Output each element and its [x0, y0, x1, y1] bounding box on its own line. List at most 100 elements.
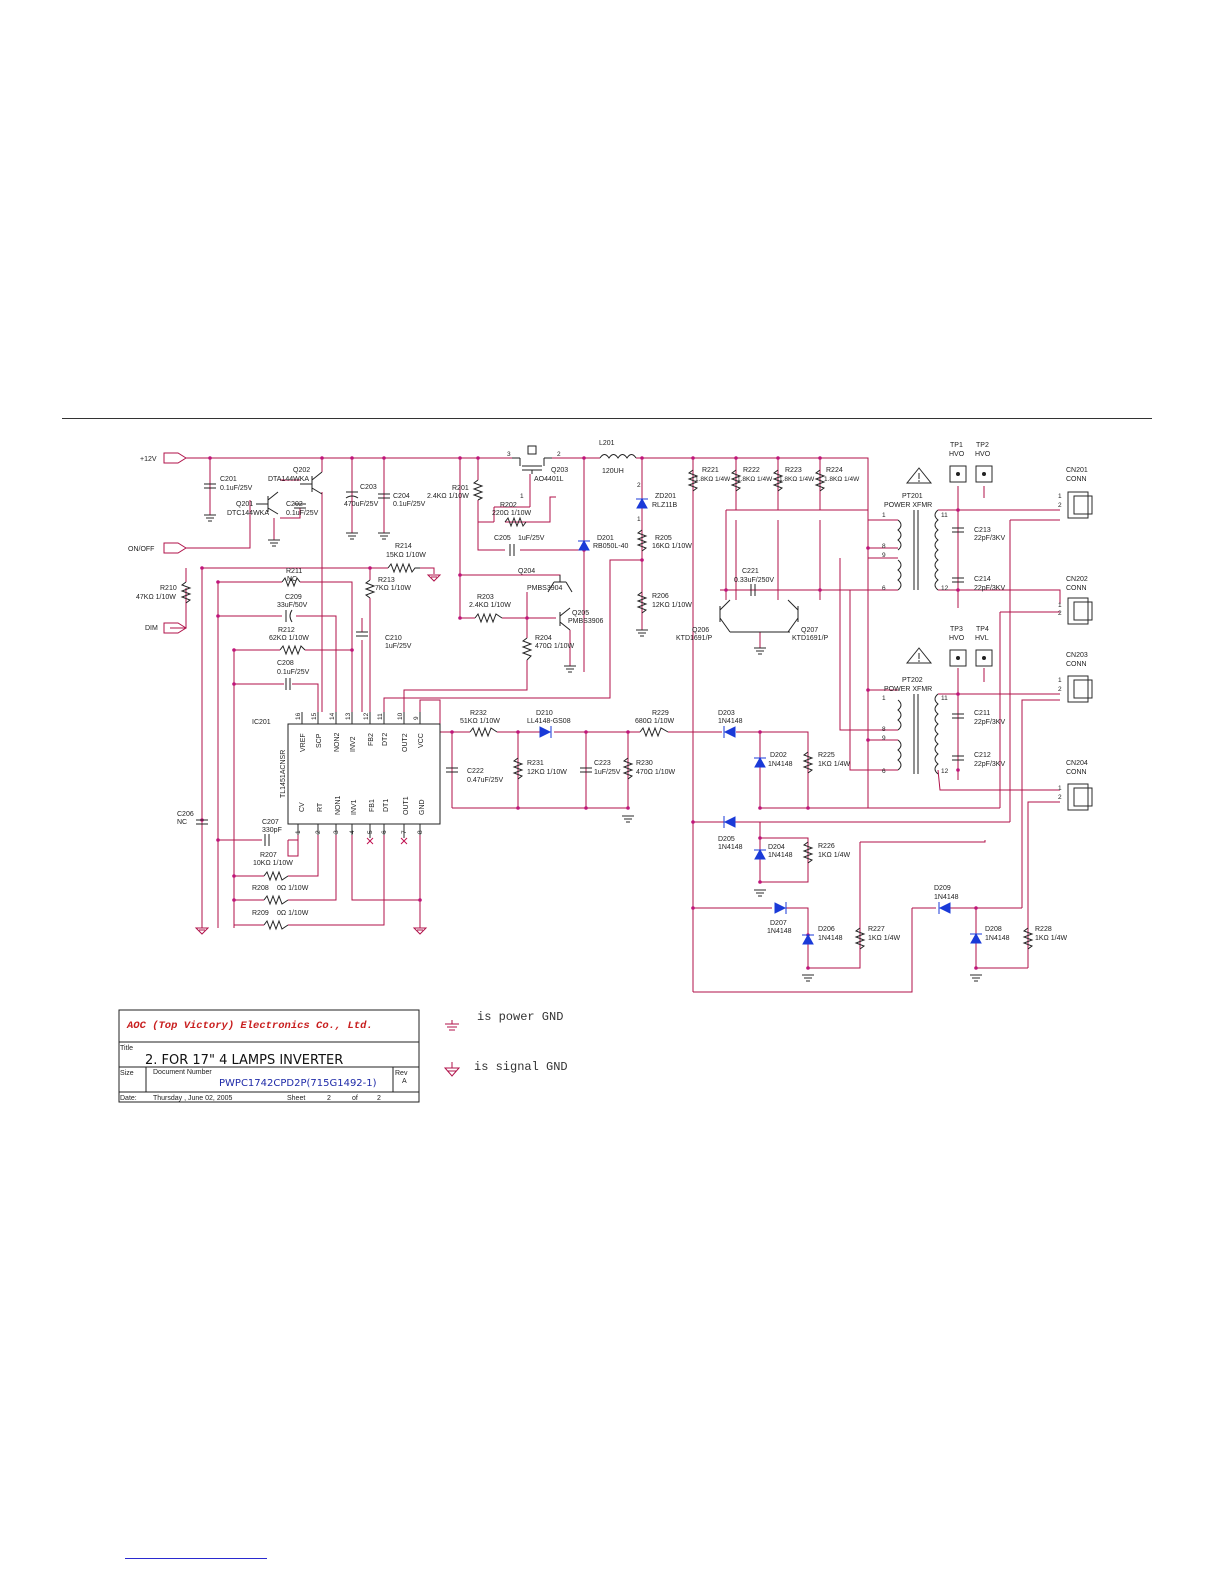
svg-text:9: 9: [413, 716, 420, 720]
svg-text:12: 12: [363, 712, 370, 720]
svg-text:LL4148-GS08: LL4148-GS08: [527, 718, 571, 725]
svg-text:C213: C213: [974, 527, 991, 534]
svg-text:RT: RT: [317, 802, 324, 812]
svg-text:22pF/3KV: 22pF/3KV: [974, 585, 1005, 592]
svg-text:2: 2: [1058, 686, 1062, 693]
company-name: AOC (Top Victory) Electronics Co., Ltd.: [126, 1020, 373, 1032]
svg-text:OUT2: OUT2: [402, 733, 409, 752]
svg-text:33uF/50V: 33uF/50V: [277, 602, 308, 609]
svg-text:1KΩ 1/4W: 1KΩ 1/4W: [818, 852, 850, 859]
svg-text:R221: R221: [702, 467, 719, 474]
svg-text:R223: R223: [785, 467, 802, 474]
svg-text:R203: R203: [477, 594, 494, 601]
svg-text:D203: D203: [718, 710, 735, 717]
power-gnd-icon: [445, 1020, 459, 1031]
ic201-top-pins: 16 15 14 13 12 11 10 9 VREF SCP NON2 INV…: [295, 712, 425, 752]
r208: R208 0Ω 1/10W: [252, 885, 309, 906]
svg-text:330pF: 330pF: [262, 827, 282, 834]
svg-text:DT2: DT2: [382, 733, 389, 746]
svg-text:R227: R227: [868, 926, 885, 933]
svg-text:2: 2: [637, 482, 641, 489]
svg-text:GND: GND: [419, 799, 426, 815]
svg-text:C201: C201: [220, 476, 237, 483]
svg-text:NC: NC: [177, 819, 187, 826]
svg-text:15: 15: [311, 712, 318, 720]
svg-text:1: 1: [1058, 785, 1062, 792]
svg-text:2: 2: [315, 830, 322, 834]
l201: L201 120UH 2 1: [599, 440, 641, 523]
svg-text:22pF/3KV: 22pF/3KV: [974, 719, 1005, 726]
port-12v: +12V: [140, 452, 187, 464]
svg-text:C206: C206: [177, 811, 194, 818]
svg-text:1: 1: [1058, 677, 1062, 684]
svg-text:0Ω 1/10W: 0Ω 1/10W: [277, 885, 309, 892]
svg-text:R201: R201: [452, 485, 469, 492]
svg-text:HVO: HVO: [949, 451, 965, 458]
svg-text:R214: R214: [395, 543, 412, 550]
svg-text:0.1uF/25V: 0.1uF/25V: [277, 669, 310, 676]
title-block: AOC (Top Victory) Electronics Co., Ltd. …: [118, 1009, 420, 1103]
svg-text:1: 1: [637, 516, 641, 523]
svg-text:1KΩ 1/4W: 1KΩ 1/4W: [818, 761, 850, 768]
svg-text:8: 8: [882, 543, 886, 550]
svg-text:PMBS3906: PMBS3906: [568, 618, 604, 625]
svg-text:KTD1691/P: KTD1691/P: [676, 635, 713, 642]
svg-text:7KΩ 1/10W: 7KΩ 1/10W: [375, 585, 411, 592]
legend-power-gnd: is power GND: [477, 1010, 563, 1024]
svg-text:R208: R208: [252, 885, 269, 892]
svg-text:PT201: PT201: [902, 493, 923, 500]
svg-text:R229: R229: [652, 710, 669, 717]
svg-text:1uF/25V: 1uF/25V: [594, 769, 621, 776]
svg-text:HVL: HVL: [975, 635, 989, 642]
svg-text:C203: C203: [360, 484, 377, 491]
svg-text:C205: C205: [494, 535, 511, 542]
svg-text:47KΩ 1/10W: 47KΩ 1/10W: [136, 594, 176, 601]
svg-text:R228: R228: [1035, 926, 1052, 933]
svg-text:11: 11: [941, 695, 948, 702]
svg-text:470uF/25V: 470uF/25V: [344, 501, 379, 508]
c203: C203 470uF/25V: [344, 484, 379, 508]
svg-text:R222: R222: [743, 467, 760, 474]
ic201-part: TL1451ACNSR: [280, 750, 287, 798]
svg-text:KTD1691/P: KTD1691/P: [792, 635, 829, 642]
svg-text:C202: C202: [286, 501, 303, 508]
svg-text:1: 1: [520, 493, 524, 500]
pt202: PT202 POWER XFMR 1 8 9 6 11 12: [882, 677, 949, 775]
legend: is power GND is signal GND: [443, 1010, 568, 1077]
svg-text:0.1uF/25V: 0.1uF/25V: [220, 485, 253, 492]
svg-text:6: 6: [882, 768, 886, 775]
svg-text:12KΩ 1/10W: 12KΩ 1/10W: [652, 602, 692, 609]
svg-text:51KΩ 1/10W: 51KΩ 1/10W: [460, 718, 500, 725]
svg-text:R209: R209: [252, 910, 269, 917]
junction-dots: [200, 456, 978, 970]
svg-text:RLZ11B: RLZ11B: [652, 502, 677, 509]
svg-text:22pF/3KV: 22pF/3KV: [974, 535, 1005, 542]
ic201: IC201 TL1451ACNSR 16 15 14 13 12 11 10 9…: [252, 712, 441, 845]
warning-icon-pt202: [905, 647, 933, 664]
power-gnd-symbols: [204, 514, 982, 982]
svg-text:11: 11: [377, 713, 384, 720]
